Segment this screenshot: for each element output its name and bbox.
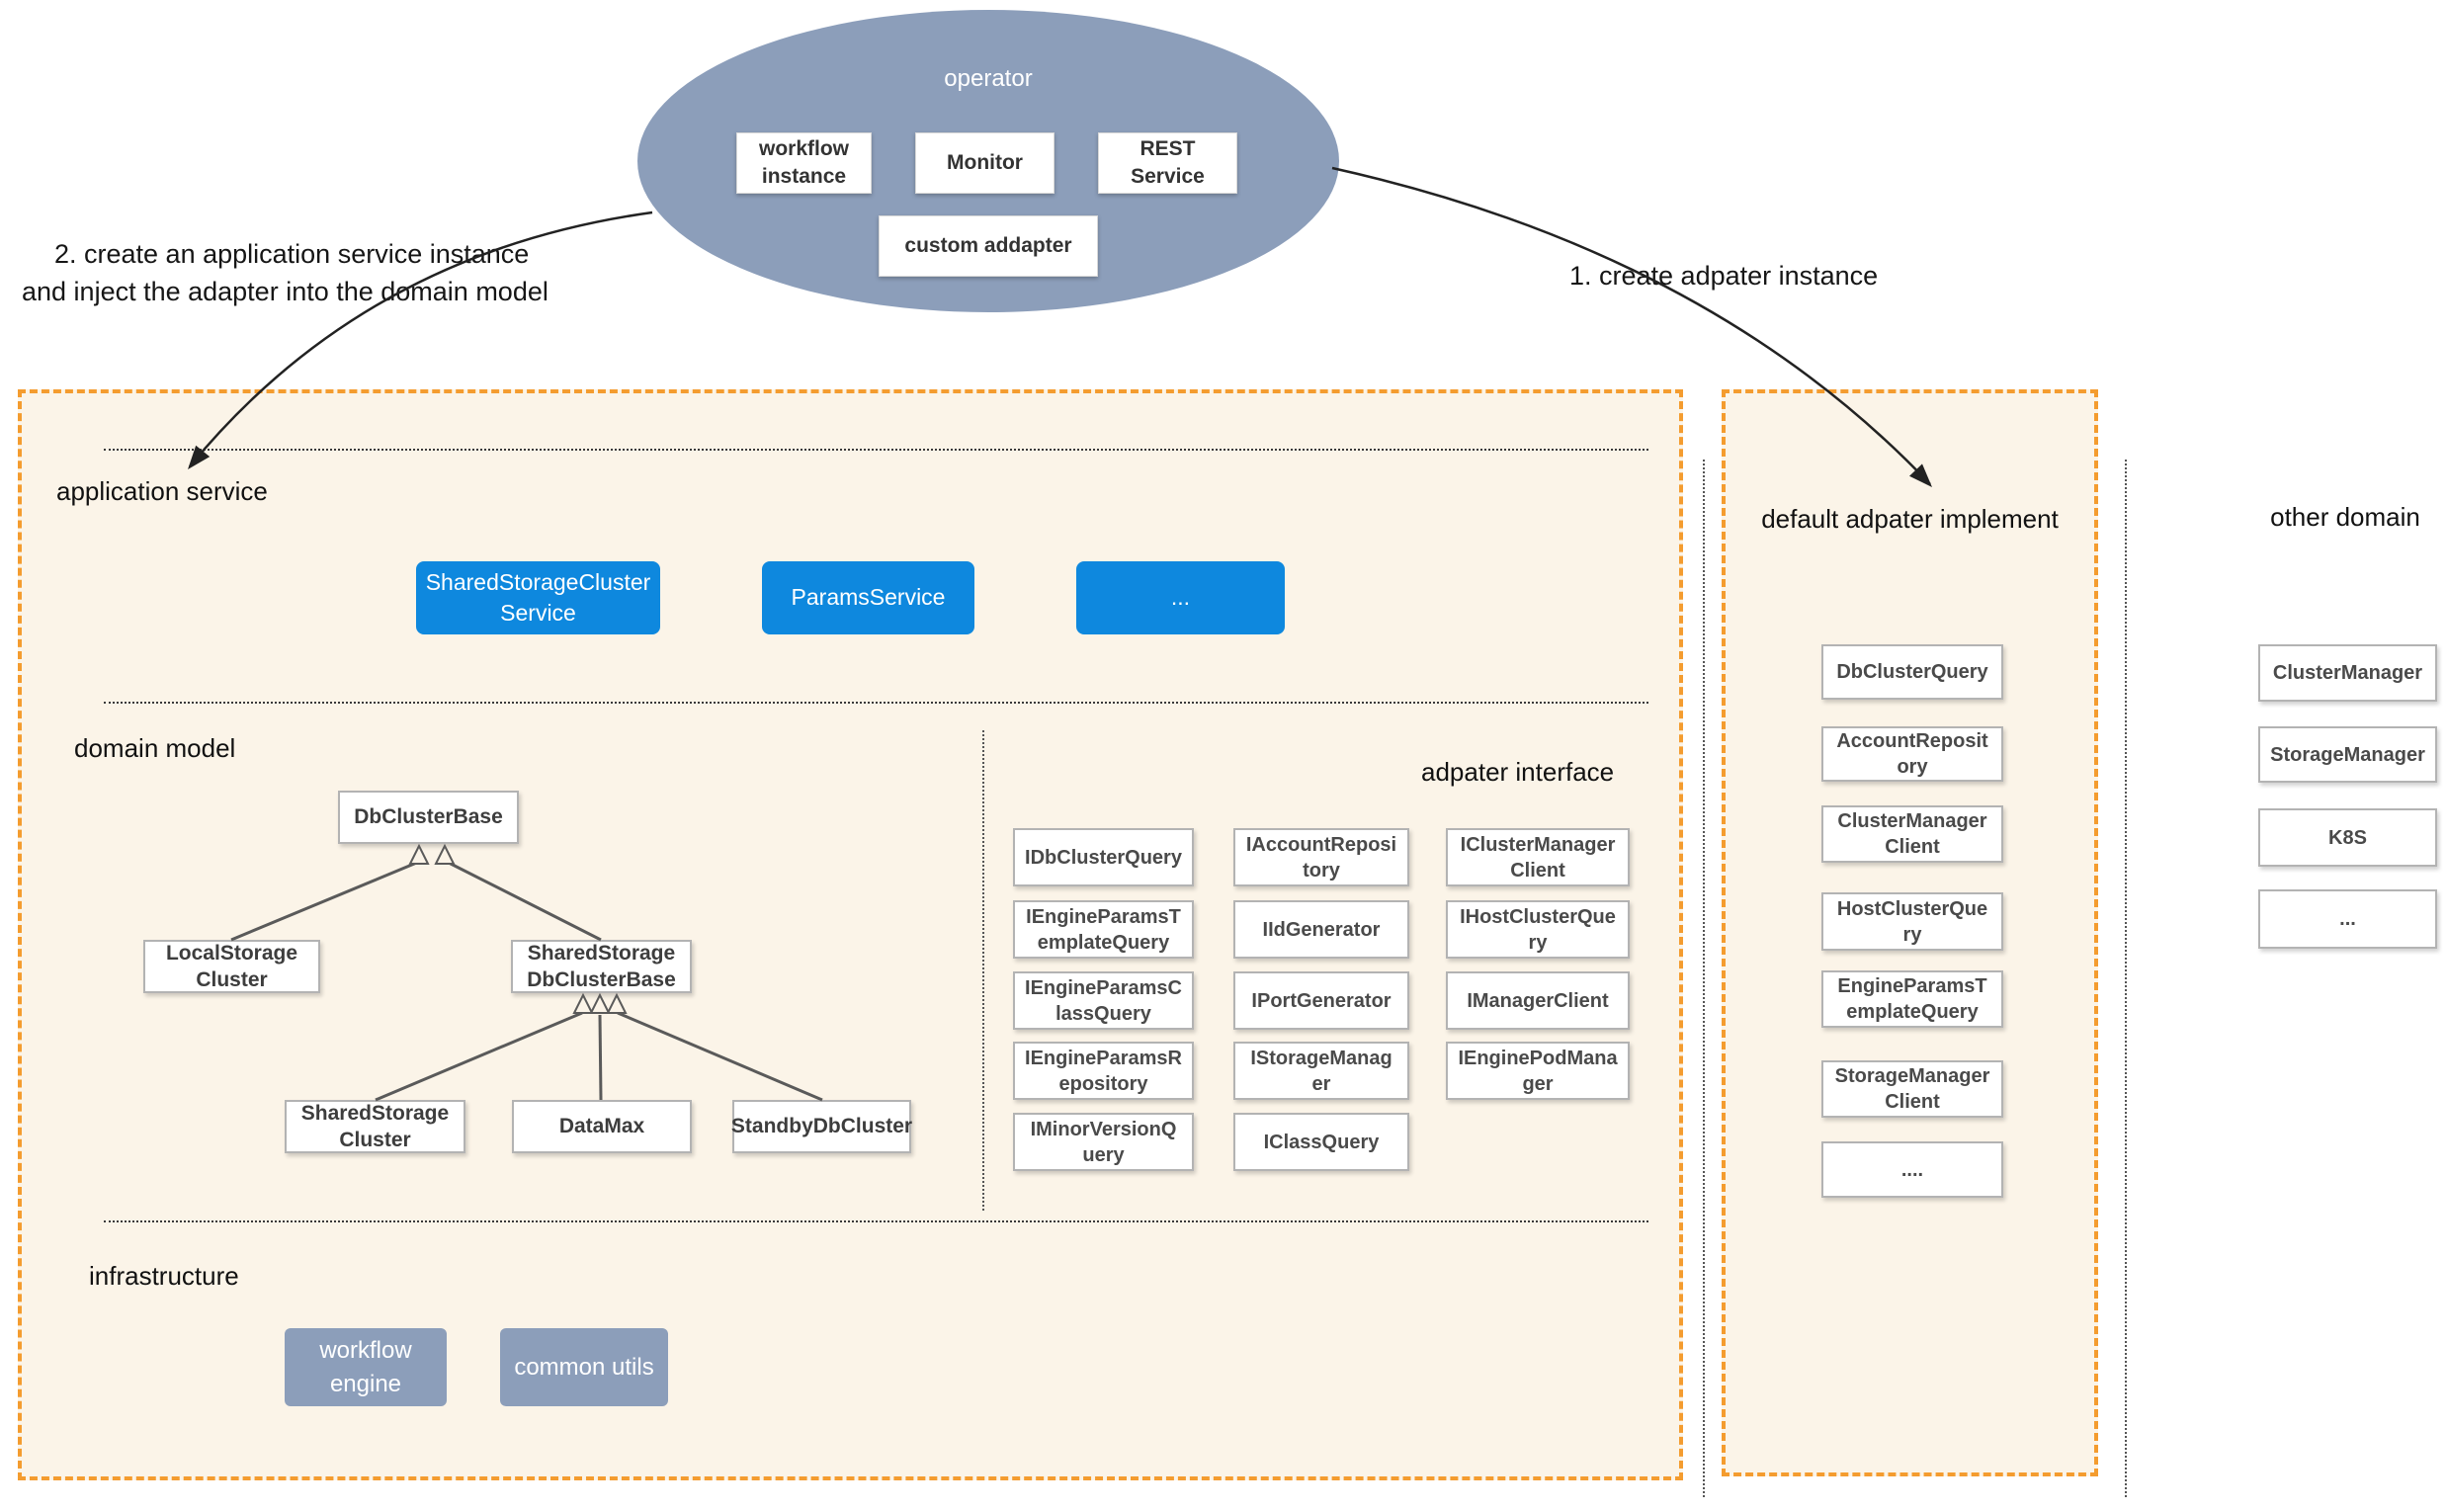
class-standbydbcluster: StandbyDbCluster (731, 1100, 912, 1153)
iface-iengineparamsclassquery: IEngineParamsClassQuery (1013, 971, 1194, 1030)
panel-boundary-dotted-right (2125, 460, 2127, 1497)
dotted-separator-bottom (104, 1220, 1648, 1222)
infra-workflow-engine: workflow engine (285, 1328, 447, 1406)
iface-iengineparamstemplatequery: IEngineParamsTemplateQuery (1013, 900, 1194, 959)
iface-iaccountrepository: IAccountRepository (1233, 828, 1409, 886)
iface-iclustermanagerclient: IClusterManagerClient (1446, 828, 1630, 886)
iface-ihostclusterquery: IHostClusterQuery (1446, 900, 1630, 959)
service-paramsservice: ParamsService (762, 561, 974, 634)
iface-iengineparamsrepository: IEngineParamsRepository (1013, 1042, 1194, 1100)
class-localstoragecluster: LocalStorage Cluster (143, 940, 320, 993)
class-datamax: DataMax (512, 1100, 692, 1153)
default-adapter-label: default adpater implement (1761, 504, 2059, 534)
impl-engineparamstemplatequery: EngineParamsTemplateQuery (1821, 970, 2003, 1028)
class-sharedstoragecluster: SharedStorage Cluster (285, 1100, 465, 1153)
panel-boundary-dotted-left (1703, 460, 1705, 1497)
domain-adapter-divider (982, 730, 984, 1211)
annotation-step2-line2: and inject the adapter into the domain m… (22, 277, 548, 306)
application-service-label: application service (56, 476, 268, 506)
annotation-step1: 1. create adpater instance (1569, 261, 1879, 291)
dotted-separator-top (104, 449, 1648, 451)
impl-accountrepository: AccountRepository (1821, 726, 2003, 782)
iface-iminorversionquery: IMinorVersionQuery (1013, 1113, 1194, 1171)
iface-idbclusterquery: IDbClusterQuery (1013, 828, 1194, 886)
other-clustermanager: ClusterManager (2258, 644, 2437, 702)
other-k8s: K8S (2258, 808, 2437, 867)
iface-iidgenerator: IIdGenerator (1233, 900, 1409, 959)
service-ellipsis: ... (1076, 561, 1285, 634)
adapter-interface-label: adpater interface (1421, 757, 1615, 787)
operator-box-rest-service: REST Service (1098, 132, 1237, 194)
other-storagemanager: StorageManager (2258, 726, 2437, 783)
iface-ienginepodmanager: IEnginePodManager (1446, 1042, 1630, 1100)
annotation-step2-line1: 2. create an application service instanc… (54, 239, 530, 269)
impl-ellipsis: .... (1821, 1141, 2003, 1198)
other-domain-label: other domain (2270, 502, 2420, 532)
infra-common-utils: common utils (500, 1328, 668, 1406)
service-sharedstoragecluster: SharedStorageCluster Service (416, 561, 660, 634)
other-ellipsis: ... (2258, 889, 2437, 949)
iface-istoragemanager: IStorageManager (1233, 1042, 1409, 1100)
application-domain-panel (18, 389, 1683, 1480)
impl-storagemanagerclient: StorageManagerClient (1821, 1060, 2003, 1118)
infrastructure-label: infrastructure (89, 1261, 239, 1291)
domain-model-label: domain model (74, 733, 236, 763)
impl-dbclusterquery: DbClusterQuery (1821, 644, 2003, 700)
iface-iclassquery: IClassQuery (1233, 1113, 1409, 1171)
class-dbclusterbase: DbClusterBase (338, 791, 519, 844)
operator-box-monitor: Monitor (915, 132, 1055, 194)
class-sharedstoragedbclusterbase: SharedStorage DbClusterBase (511, 940, 692, 993)
iface-imanagerclient: IManagerClient (1446, 971, 1630, 1030)
operator-box-custom-adapter: custom addapter (879, 215, 1098, 277)
dotted-separator-middle (104, 702, 1648, 704)
operator-title: operator (944, 65, 1033, 92)
iface-iportgenerator: IPortGenerator (1233, 971, 1409, 1030)
impl-hostclusterquery: HostClusterQuery (1821, 892, 2003, 951)
impl-clustermanagerclient: ClusterManagerClient (1821, 805, 2003, 863)
operator-box-workflow-instance: workflow instance (736, 132, 872, 194)
